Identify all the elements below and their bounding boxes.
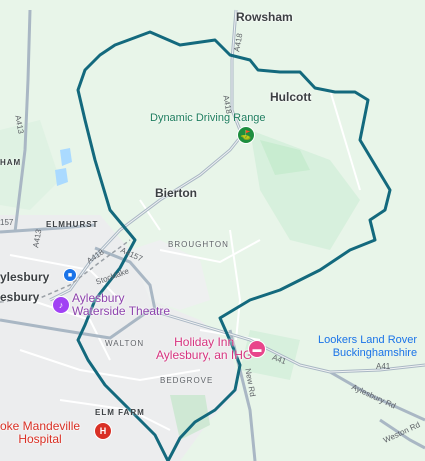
railway-line xyxy=(0,239,131,303)
place-label-hulcott: Hulcott xyxy=(270,90,312,104)
park-area xyxy=(170,395,210,440)
field-area-west xyxy=(0,120,60,210)
station-icon[interactable]: ■ xyxy=(63,268,77,282)
road-label-a41-far: A41 xyxy=(376,362,391,371)
road-aylesbury-rd xyxy=(329,370,425,422)
poi-theatre-line1: Aylesbury xyxy=(72,291,125,305)
theatre-icon[interactable]: ♪ xyxy=(52,296,70,314)
place-label-elm-farm: ELM FARM xyxy=(95,408,145,417)
woodland-area xyxy=(260,140,310,175)
place-label-ham: HAM xyxy=(0,158,22,167)
boundary-outline xyxy=(76,30,392,461)
golf-icon[interactable]: ⛳ xyxy=(237,126,255,144)
place-label-bedgrove: BEDGROVE xyxy=(160,376,214,385)
poi-lookers-line2: Buckinghamshire xyxy=(332,347,418,359)
place-label-aylesbury-top: ylesbury xyxy=(0,270,50,284)
road-label-157: 157 xyxy=(0,218,14,227)
place-label-bierton: Bierton xyxy=(155,186,197,200)
poi-label-holiday-inn[interactable]: Holiday Inn Aylesbury, an IHG xyxy=(156,336,252,362)
poi-label-driving-range[interactable]: Dynamic Driving Range xyxy=(150,112,266,124)
road-town-ring xyxy=(0,308,151,340)
road-weston-rd xyxy=(379,418,425,450)
place-label-elmhurst: ELMHURST xyxy=(46,220,99,229)
poi-hospital-line1: oke Mandeville xyxy=(0,419,81,433)
road-a413-west xyxy=(0,223,96,234)
water-body xyxy=(60,148,72,166)
poi-holiday-inn-line1: Holiday Inn xyxy=(174,335,235,349)
poi-label-theatre[interactable]: Aylesbury Waterside Theatre xyxy=(72,292,170,318)
hotel-icon[interactable]: ▬ xyxy=(248,340,266,358)
road-a4157 xyxy=(94,246,157,311)
place-label-walton: WALTON xyxy=(105,339,145,348)
road-a413-north xyxy=(13,9,32,233)
poi-label-lookers[interactable]: Lookers Land Rover Buckinghamshire xyxy=(318,334,417,360)
poi-theatre-line2: Waterside Theatre xyxy=(72,304,171,318)
poi-holiday-inn-line2: Aylesbury, an IHG xyxy=(156,348,253,362)
place-label-rowsham: Rowsham xyxy=(236,10,293,24)
water-body-2 xyxy=(55,168,68,186)
hospital-icon[interactable]: H xyxy=(94,422,112,440)
poi-hospital-line2: Hospital xyxy=(18,432,62,446)
place-label-aylesbury: esbury xyxy=(0,290,40,304)
poi-lookers-line1: Lookers Land Rover xyxy=(318,334,418,346)
place-label-broughton: BROUGHTON xyxy=(168,240,229,249)
poi-label-hospital[interactable]: oke Mandeville Hospital xyxy=(0,420,80,446)
